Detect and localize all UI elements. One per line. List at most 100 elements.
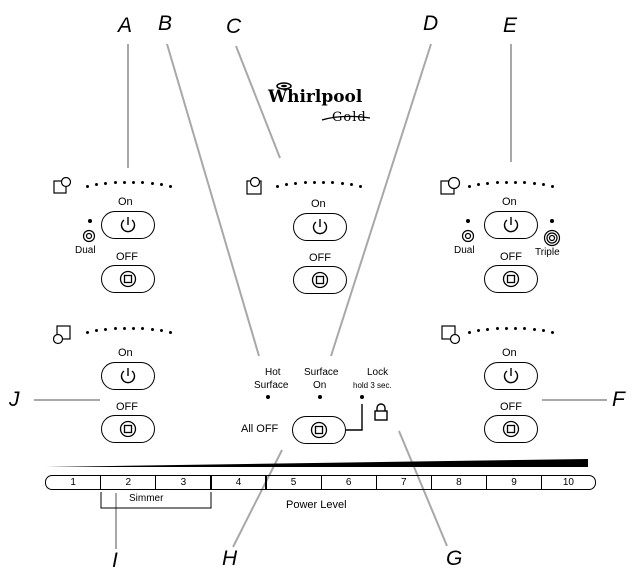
dual-label: Dual: [454, 245, 475, 256]
callout-g: G: [446, 547, 463, 570]
power-level-7[interactable]: 7: [375, 475, 432, 490]
level-dot: [477, 183, 481, 187]
left-rear-on-label: On: [118, 196, 133, 208]
left-front-off-label: OFF: [116, 401, 138, 413]
dual-indicator-dot: [466, 219, 470, 223]
center-on-button[interactable]: [293, 213, 347, 241]
level-dot: [477, 329, 481, 333]
level-dot: [276, 185, 279, 188]
level-dot: [169, 185, 172, 188]
right-rear-on-button[interactable]: [484, 211, 538, 239]
power-icon: [120, 368, 136, 384]
level-dot: [514, 327, 518, 331]
right-front-off-label: OFF: [500, 401, 522, 413]
left-rear-element-icon: [53, 177, 72, 194]
dual-ring-icon: [82, 229, 96, 243]
triple-ring-icon: [543, 229, 561, 247]
level-dot: [532, 182, 536, 186]
right-rear-off-button[interactable]: [484, 265, 538, 293]
power-level-wedge: [46, 459, 588, 467]
all-off-button[interactable]: [292, 416, 346, 444]
level-dot: [141, 327, 145, 331]
power-icon: [120, 217, 136, 233]
center-off-button[interactable]: [293, 266, 347, 294]
lock-label-line1: Lock: [367, 367, 389, 378]
dual-indicator-dot: [88, 219, 92, 223]
level-dot: [122, 181, 126, 185]
power-level-4[interactable]: 4: [210, 475, 267, 490]
right-front-off-button[interactable]: [484, 415, 538, 443]
level-dot: [303, 181, 307, 185]
level-dot: [159, 329, 163, 333]
right-rear-element-icon: [440, 177, 461, 195]
stop-icon: [311, 271, 329, 289]
power-level-9[interactable]: 9: [485, 475, 543, 490]
right-rear-off-label: OFF: [500, 251, 522, 263]
level-dot: [468, 331, 471, 334]
level-dot: [113, 327, 117, 331]
power-level-label: Power Level: [286, 499, 347, 511]
center-level-dots: [276, 181, 362, 189]
surface-on-indicator: [318, 395, 322, 399]
level-dot: [495, 181, 499, 185]
left-rear-level-dots: [86, 181, 172, 189]
power-level-2[interactable]: 2: [100, 475, 157, 490]
level-dot: [340, 182, 344, 186]
level-dot: [551, 185, 554, 188]
level-dot: [150, 328, 154, 332]
level-dot: [551, 331, 554, 334]
level-dot: [331, 181, 335, 185]
hot-surface-indicator: [266, 395, 270, 399]
left-rear-on-button[interactable]: [101, 211, 155, 239]
level-dot: [294, 182, 298, 186]
level-dot: [532, 328, 536, 332]
logo-swirl-icon: [276, 82, 371, 121]
stop-icon: [119, 420, 137, 438]
left-front-off-button[interactable]: [101, 415, 155, 443]
power-level-6[interactable]: 6: [320, 475, 377, 490]
right-rear-level-dots: [468, 181, 554, 189]
callout-h: H: [222, 547, 238, 570]
level-dot: [541, 329, 545, 333]
right-front-level-dots: [468, 327, 554, 335]
hot-surface-label-line2: Surface: [254, 380, 289, 391]
power-level-1[interactable]: 1: [45, 475, 102, 490]
power-icon: [503, 368, 519, 384]
lock-icon[interactable]: [373, 403, 389, 421]
level-dot: [95, 329, 99, 333]
level-dot: [468, 185, 471, 188]
stop-icon: [502, 270, 520, 288]
callout-c: C: [226, 15, 242, 38]
logo-brand-text: Whirlpool: [268, 87, 363, 107]
level-dot: [150, 182, 154, 186]
power-level-8[interactable]: 8: [430, 475, 488, 490]
level-dot: [495, 327, 499, 331]
surface-on-label-line1: Surface: [304, 367, 339, 378]
dual-label: Dual: [75, 245, 96, 256]
lock-label-line2: hold 3 sec.: [353, 381, 392, 390]
left-rear-off-button[interactable]: [101, 265, 155, 293]
power-level-3[interactable]: 3: [155, 475, 212, 490]
dual-ring-icon: [461, 229, 475, 243]
surface-on-label-line2: On: [313, 380, 327, 391]
level-dot: [141, 181, 145, 185]
logo-sub-text: Gold: [332, 110, 367, 125]
stop-icon: [119, 270, 137, 288]
right-front-on-button[interactable]: [484, 362, 538, 390]
left-front-on-button[interactable]: [101, 362, 155, 390]
level-dot: [169, 331, 172, 334]
stop-icon: [502, 420, 520, 438]
left-front-element-icon: [53, 325, 71, 345]
power-level-10[interactable]: 10: [540, 475, 596, 490]
center-off-label: OFF: [309, 252, 331, 264]
lock-indicator: [360, 395, 364, 399]
level-dot: [312, 181, 316, 185]
level-dot: [122, 327, 126, 331]
left-rear-off-label: OFF: [116, 251, 138, 263]
level-dot: [504, 327, 508, 331]
level-dot: [359, 185, 362, 188]
power-level-5[interactable]: 5: [265, 475, 322, 490]
power-icon: [312, 219, 328, 235]
